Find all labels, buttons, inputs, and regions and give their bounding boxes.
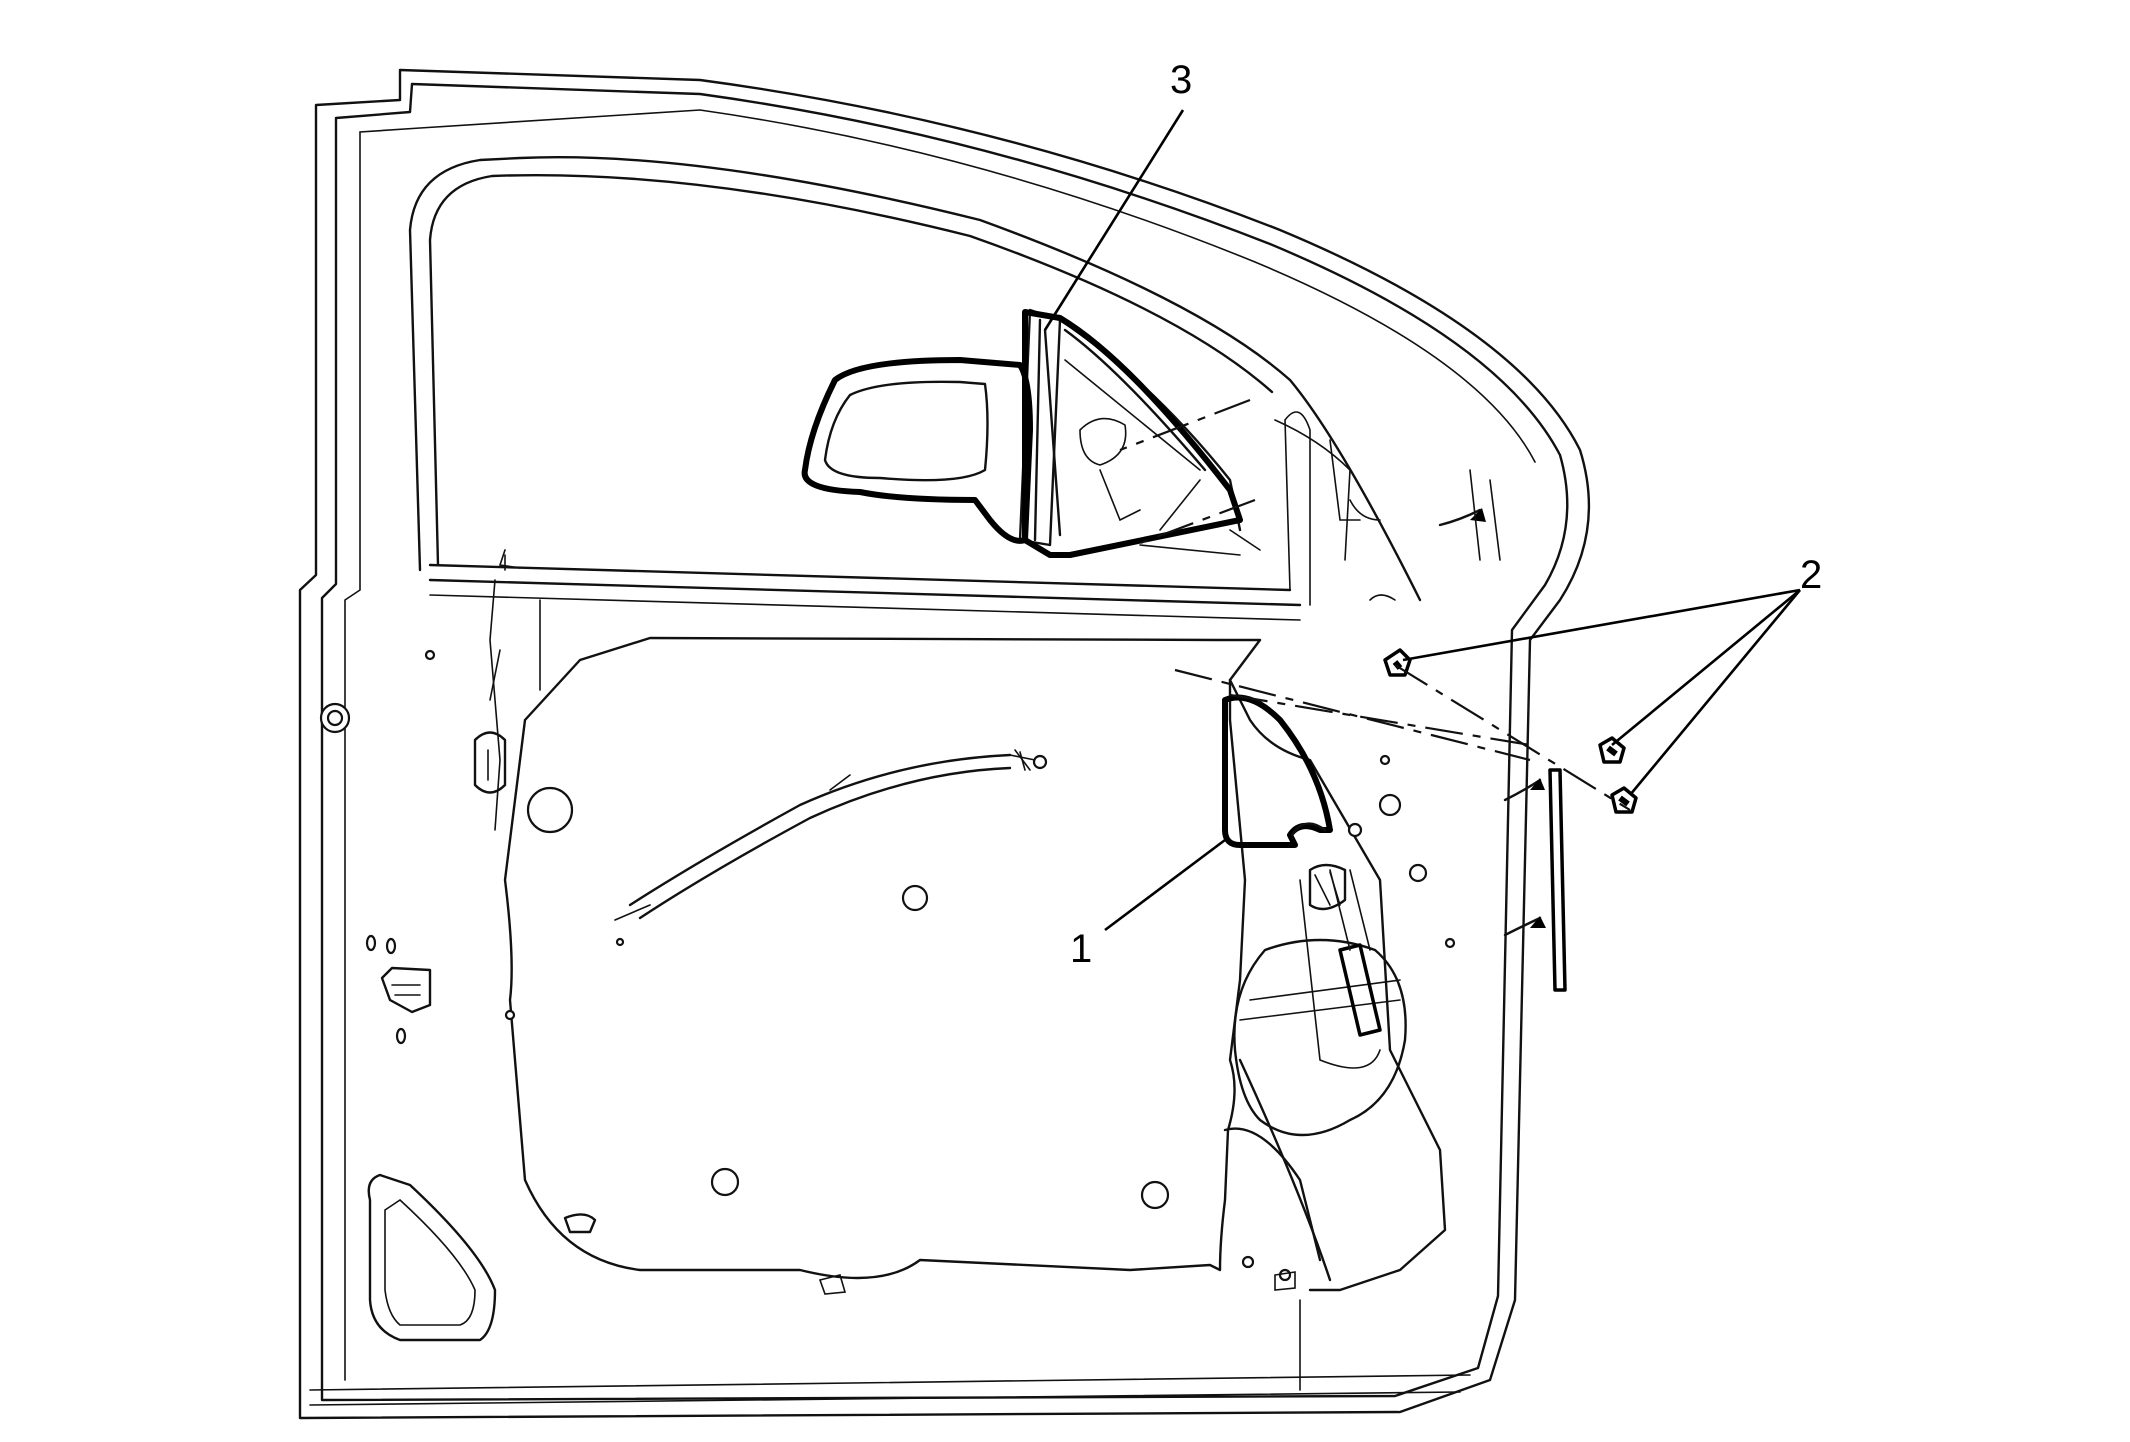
callout-3: 3 — [1170, 58, 1192, 102]
leader-2b — [1611, 588, 1801, 747]
panel-holes — [424, 649, 1456, 1295]
leader-2c — [1628, 589, 1802, 796]
hinge-area — [319, 702, 507, 1342]
fasteners — [1383, 648, 1638, 814]
leader-3 — [1043, 109, 1185, 331]
inner-panel — [489, 579, 1262, 1280]
leader-2a — [1402, 588, 1801, 662]
projection-lines — [1119, 398, 1631, 811]
leader-lines — [1043, 109, 1802, 932]
right-reinforcement — [1223, 678, 1447, 1292]
callout-1: 1 — [1070, 927, 1092, 971]
outside-mirror — [801, 309, 1243, 558]
leader-1 — [1104, 838, 1226, 932]
door-shell — [298, 68, 1591, 1420]
mirror-seal — [1222, 694, 1333, 848]
trim-strip — [1438, 469, 1567, 992]
callout-2: 2 — [1800, 553, 1822, 597]
window-frame — [408, 155, 1422, 621]
regulator-cable — [614, 749, 1048, 921]
